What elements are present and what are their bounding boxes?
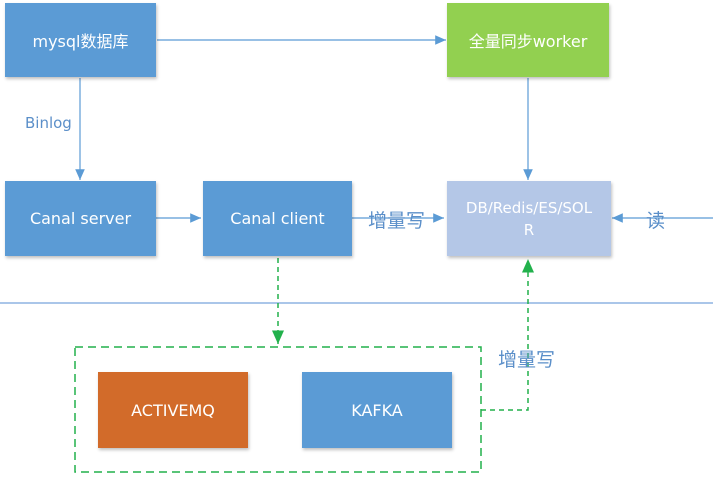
storage-node: DB/Redis/ES/SOL R — [447, 181, 611, 256]
kafka-node: KAFKA — [302, 372, 452, 448]
read-label: 读 — [646, 210, 666, 232]
canal-client-label: Canal client — [230, 209, 325, 228]
canal-server-label: Canal server — [29, 209, 132, 228]
dashed-arrow-mq-to-store — [481, 259, 534, 411]
storage-label-line1: DB/Redis/ES/SOL — [465, 198, 593, 217]
mysql-db-label: mysql数据库 — [32, 32, 129, 51]
full-sync-worker-label: 全量同步worker — [468, 32, 588, 51]
binlog-label: Binlog — [25, 114, 72, 132]
full-sync-worker-node: 全量同步worker — [447, 3, 609, 77]
activemq-node: ACTIVEMQ — [98, 372, 248, 448]
canal-server-node: Canal server — [5, 181, 156, 256]
mysql-db-node: mysql数据库 — [5, 3, 156, 77]
mq-incremental-write-label: 增量写 — [498, 349, 556, 371]
kafka-label: KAFKA — [351, 400, 403, 420]
canal-client-node: Canal client — [203, 181, 352, 256]
activemq-label: ACTIVEMQ — [131, 400, 215, 420]
incremental-write-label: 增量写 — [368, 210, 426, 232]
storage-label-line2: R — [523, 220, 535, 239]
